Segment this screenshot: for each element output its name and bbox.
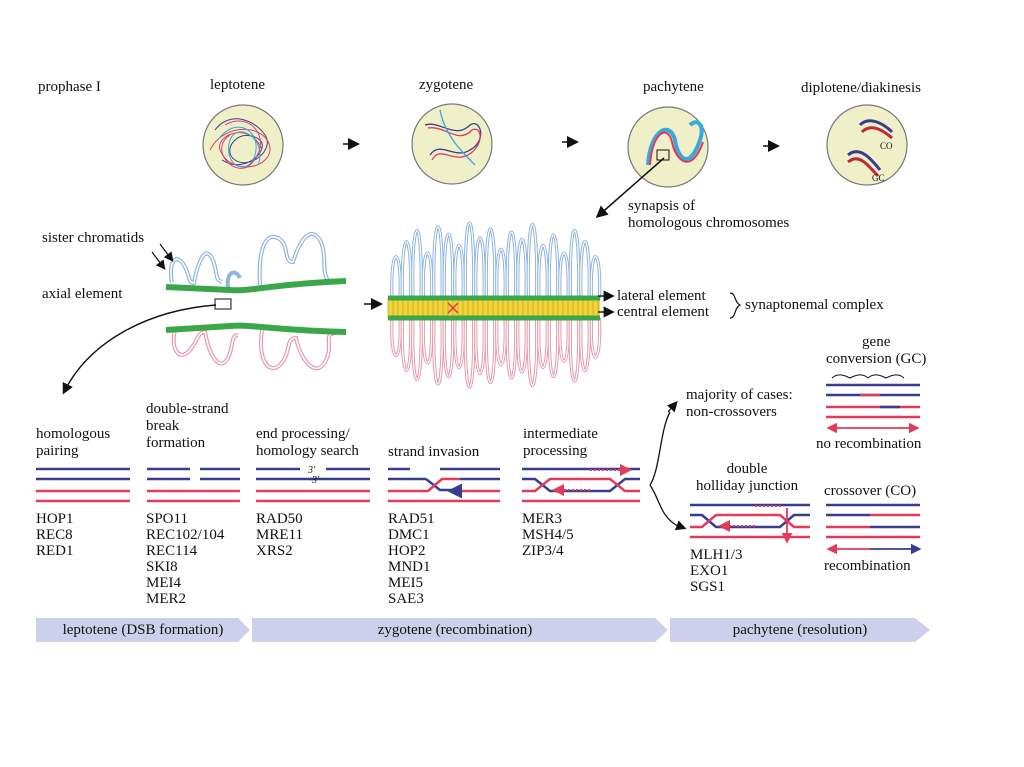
band-zygotene: zygotene (recombination) <box>377 622 533 638</box>
sister-arrow-2 <box>151 251 166 270</box>
dna-strand-invasion <box>388 467 500 503</box>
dna-crossover <box>826 503 922 555</box>
synapsis-label: synapsis of homologous chromosomes <box>628 198 790 231</box>
axial-element-label: axial element <box>42 286 123 302</box>
stage-arrows <box>343 136 780 218</box>
central-element-label: central element <box>617 304 710 320</box>
cell-zygotene <box>411 103 493 185</box>
synaptonemal-complex <box>387 221 602 389</box>
unsynapsed-chromosomes <box>165 232 347 371</box>
phase-band <box>36 618 930 642</box>
step-end-processing: end processing/homology search <box>256 426 359 459</box>
lateral-element-label: lateral element <box>617 288 706 304</box>
three-prime-2: 3' <box>312 475 320 486</box>
crossover-label: crossover (CO) <box>824 483 917 499</box>
three-prime-1: 3' <box>308 465 316 476</box>
branch-brace <box>649 411 677 526</box>
curve-arrow-down <box>62 304 217 395</box>
gc-label: GC <box>872 173 885 183</box>
majority-label: majority of cases:non-crossovers <box>686 387 793 420</box>
band-pachytene: pachytene (resolution) <box>732 622 868 638</box>
cell-diplotene <box>826 104 908 186</box>
branch-up-arrow <box>666 401 678 413</box>
stage-zygotene: zygotene <box>419 77 474 93</box>
sc-brace <box>729 292 742 319</box>
synaptonemal-complex-label: synaptonemal complex <box>745 297 884 313</box>
band-leptotene: leptotene (DSB formation) <box>62 622 224 638</box>
dna-dsb <box>147 467 240 503</box>
stage-pachytene: pachytene <box>643 79 704 95</box>
dna-double-holliday <box>690 503 810 544</box>
dna-gene-conversion <box>826 374 920 434</box>
dna-end-processing <box>256 467 370 503</box>
dna-intermediate <box>522 464 640 503</box>
cell-leptotene <box>202 104 284 186</box>
recombination-label: recombination <box>824 558 911 574</box>
step-strand-invasion: strand invasion <box>388 444 480 460</box>
dna-homologous-pairing <box>36 467 130 503</box>
co-label: CO <box>880 141 893 151</box>
stage-diplotene: diplotene/diakinesis <box>801 80 921 96</box>
sister-chromatids-label: sister chromatids <box>42 230 145 246</box>
sister-arrow-1 <box>159 243 174 262</box>
cell-pachytene <box>627 106 709 188</box>
prophase-label: prophase I <box>38 79 101 95</box>
branch-down-arrow <box>674 520 687 531</box>
no-recombination-label: no recombination <box>816 436 922 452</box>
stage-leptotene: leptotene <box>210 77 265 93</box>
